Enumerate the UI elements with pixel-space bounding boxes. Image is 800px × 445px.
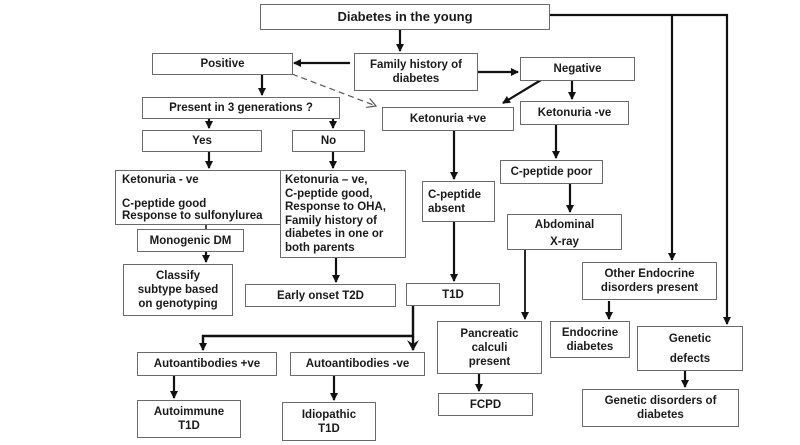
edge-negative-ketonuria-pos	[502, 79, 542, 104]
edge-positive-ketonuria-pos-dashed	[291, 73, 376, 106]
node-genetic-disorders-of-diabetes: Genetic disorders of diabetes	[582, 389, 739, 427]
node-autoimmune-t1d: Autoimmune T1D	[137, 400, 241, 438]
node-autoantibodies-positive: Autoantibodies +ve	[137, 352, 277, 376]
node-negative: Negative	[520, 57, 635, 81]
node-genetic-defects: Genetic defects	[637, 326, 743, 371]
node-no: No	[292, 130, 365, 152]
edge-t1d-autoantibodies	[199, 305, 415, 351]
node-monogenic-criteria: Ketonuria - ve C-peptide good Response t…	[115, 170, 286, 225]
node-monogenic-dm: Monogenic DM	[137, 229, 244, 252]
node-family-history: Family history of diabetes	[354, 53, 478, 91]
node-early-onset-t2d: Early onset T2D	[245, 284, 396, 307]
edge-root-right-branch	[550, 13, 731, 325]
node-t2d-criteria: Ketonuria – ve, C-peptide good, Response…	[280, 170, 406, 258]
node-yes: Yes	[142, 130, 262, 152]
node-fcpd: FCPD	[438, 393, 533, 416]
node-ketonuria-positive: Ketonuria +ve	[382, 107, 514, 131]
node-endocrine-diabetes: Endocrine diabetes	[550, 321, 630, 358]
node-cpeptide-absent: C-peptide absent	[422, 181, 495, 222]
node-idiopathic-t1d: Idiopathic T1D	[282, 402, 376, 441]
node-cpeptide-poor: C-peptide poor	[500, 160, 603, 184]
node-diabetes-in-the-young: Diabetes in the young	[260, 4, 550, 30]
node-other-endocrine-disorders: Other Endocrine disorders present	[582, 262, 717, 300]
node-present-in-3-generations: Present in 3 generations ?	[142, 97, 340, 119]
node-t1d: T1D	[406, 283, 500, 306]
node-pancreatic-calculi: Pancreatic calculi present	[437, 321, 542, 374]
node-ketonuria-negative: Ketonuria -ve	[520, 101, 629, 125]
node-positive: Positive	[152, 53, 293, 75]
node-autoantibodies-negative: Autoantibodies -ve	[290, 352, 425, 376]
node-abdominal-xray: Abdominal X-ray	[507, 214, 622, 250]
node-classify-subtype: Classify subtype based on genotyping	[123, 264, 233, 316]
